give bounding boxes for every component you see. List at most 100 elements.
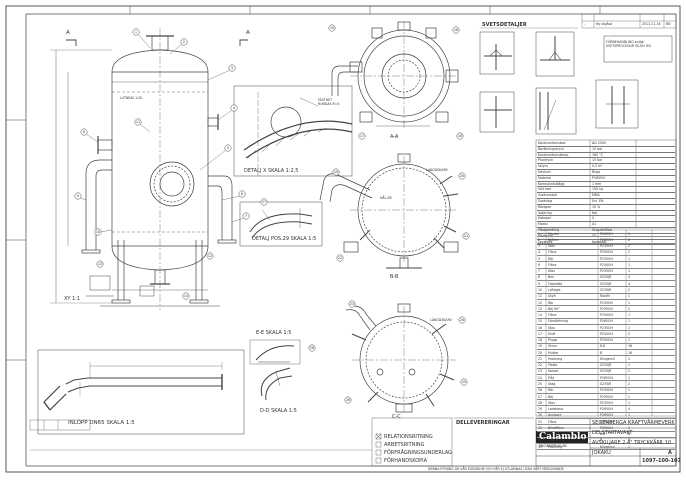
- parts-cell: Böj 90°: [548, 306, 560, 311]
- parts-cell: Blindfläns: [548, 425, 564, 430]
- spec-label: Korrosionstillägg: [538, 181, 565, 186]
- parts-cell: Skylt: [548, 294, 556, 299]
- parts-cell: 2: [538, 237, 541, 242]
- parts-cell: Förstärkning: [548, 319, 568, 324]
- inlet-detail-title: INLOPP DN65 SKALA 1:5: [68, 420, 135, 426]
- parts-cell: Plugg: [548, 338, 557, 343]
- parts-cell: P235GH: [600, 388, 613, 393]
- weld-procedure-note: FÖRBEHANDLING enligt SVETSPROCEDUR SS-EN…: [606, 40, 652, 48]
- parts-cell: P265GH: [600, 407, 613, 412]
- parts-cell: Muff: [548, 331, 555, 336]
- spec-value: Nej: [592, 210, 598, 215]
- part-balloon-number: 1: [134, 30, 138, 34]
- part-balloon-number: 3: [230, 66, 234, 70]
- detail-xy: [86, 275, 155, 297]
- parts-cell: 1: [628, 300, 631, 305]
- spec-value: A1: [592, 222, 597, 227]
- parts-cell: 27: [538, 394, 543, 399]
- delivery-item: FÖRFRÅGNINGSUNDERLAG: [384, 450, 452, 456]
- parts-cell: Stos: [548, 400, 555, 405]
- parts-cell: 32: [538, 425, 543, 430]
- parts-cell: 1: [628, 294, 631, 299]
- parts-cell: 34: [538, 438, 543, 443]
- parts-cell: Stos: [548, 325, 555, 330]
- detail-d-d: [260, 367, 293, 401]
- inlet-dn65-detail: [37, 349, 245, 435]
- parts-cell: 8.8: [600, 344, 606, 349]
- spec-value: 180 °C: [592, 152, 603, 157]
- spec-label: Svetsfog: [538, 198, 552, 203]
- parts-cell: 2: [628, 381, 631, 386]
- parts-cell: P235GH: [600, 306, 613, 311]
- parts-cell: 17: [538, 331, 543, 336]
- parts-cell: Klingersil: [600, 444, 615, 449]
- view-c-c: [345, 303, 456, 414]
- parts-cell: 21: [538, 356, 543, 361]
- part-balloon-number: 7: [244, 214, 248, 218]
- spec-value: 10 %: [592, 204, 601, 209]
- parts-cell: P265GH: [600, 413, 613, 418]
- spec-label: Leverans: [538, 239, 553, 244]
- vessel-front-view: [50, 28, 248, 310]
- parts-cell: Fläns: [548, 262, 557, 267]
- detail-x-title: DETALJ X SKALA 1:2,5: [244, 168, 299, 174]
- parts-cell: 3: [538, 244, 541, 249]
- spec-label: Material: [538, 175, 551, 180]
- parts-cell: Mutter: [548, 350, 559, 355]
- parts-cell: Ledskena: [548, 407, 564, 412]
- part-balloon-number: 17: [359, 134, 365, 138]
- spec-label: Beräkningstryck: [538, 146, 564, 151]
- parts-cell: Botten: [548, 237, 559, 242]
- delivery-item: ARBETSRITNING: [384, 442, 425, 448]
- spec-value: 150 kg: [592, 187, 603, 192]
- parts-cell: 2: [628, 306, 631, 311]
- parts-cell: S235JR: [600, 363, 612, 368]
- parts-cell: 1: [628, 388, 631, 393]
- parts-cell: 8: [628, 432, 631, 437]
- spec-value: Enl. EN: [592, 198, 604, 203]
- delivery-block-grid: [371, 417, 534, 467]
- parts-cell: 2: [628, 244, 631, 249]
- parts-cell: 20: [538, 350, 543, 355]
- revision-cell: BN: [666, 22, 671, 26]
- langdskarv-label-2: LÄNGDSKARV: [430, 318, 452, 322]
- delivery-item: RELATIONSRITNING: [384, 434, 433, 440]
- revision-cell: -: [584, 22, 586, 26]
- parts-cell: 23: [538, 369, 543, 374]
- part-balloon-number: 23: [349, 302, 355, 306]
- spec-value: 15 bar: [592, 158, 603, 163]
- parts-cell: Fläns: [548, 313, 557, 318]
- weld-details-title: SVETSDETALJER: [482, 22, 527, 28]
- parts-cell: S235JR: [600, 281, 612, 286]
- xy-label: XY 1:1: [64, 296, 81, 302]
- parts-cell: 4: [628, 281, 631, 286]
- parts-cell: 2: [628, 356, 631, 361]
- lutning-label: LUTNING 1:20: [120, 96, 143, 100]
- view-d-d-label: D-D SKALA 1:5: [260, 408, 297, 414]
- part-balloon-number: 24: [459, 318, 465, 322]
- delivery-heading: DELLEVERERINGAR: [456, 420, 510, 426]
- parts-cell: 1: [628, 400, 631, 405]
- part-balloon-number: 4: [232, 106, 236, 110]
- parts-cell: 16: [538, 325, 543, 330]
- parts-cell: P250GH: [600, 250, 613, 255]
- parts-cell: 24: [538, 375, 543, 380]
- part-balloon-number: 16: [453, 28, 459, 32]
- parts-cell: Rör: [548, 256, 554, 261]
